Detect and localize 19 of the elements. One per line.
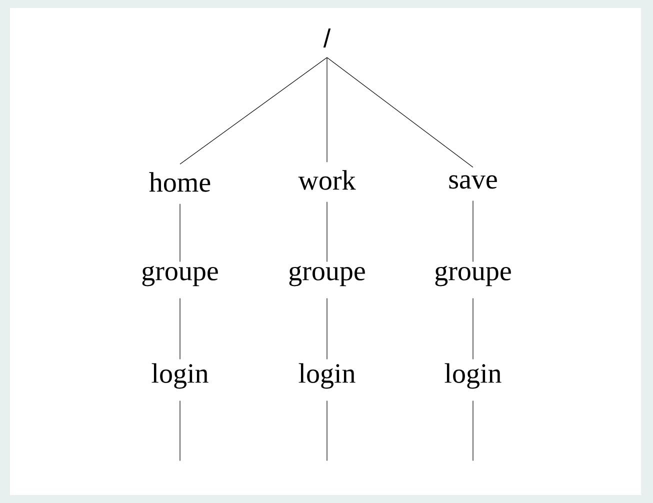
root-label: / [323, 28, 331, 48]
directory-label: groupe [142, 266, 218, 286]
directory-label: home [149, 172, 210, 192]
directory-label: save [449, 175, 497, 189]
directory-label: groupe [289, 266, 365, 286]
directory-label: groupe [435, 266, 511, 286]
tree-line [326, 298, 328, 360]
directory-label: work [298, 170, 356, 190]
tree-line [472, 200, 474, 262]
tree-line [472, 298, 474, 360]
tree-line [472, 400, 474, 462]
tree-line [326, 400, 328, 462]
directory-label: login [298, 363, 356, 389]
directory-label: login [444, 363, 502, 389]
tree-line [326, 57, 474, 168]
tree-line [326, 57, 328, 162]
tree-line [326, 202, 328, 262]
directory-label: login [152, 363, 208, 389]
tree-line [180, 57, 328, 164]
